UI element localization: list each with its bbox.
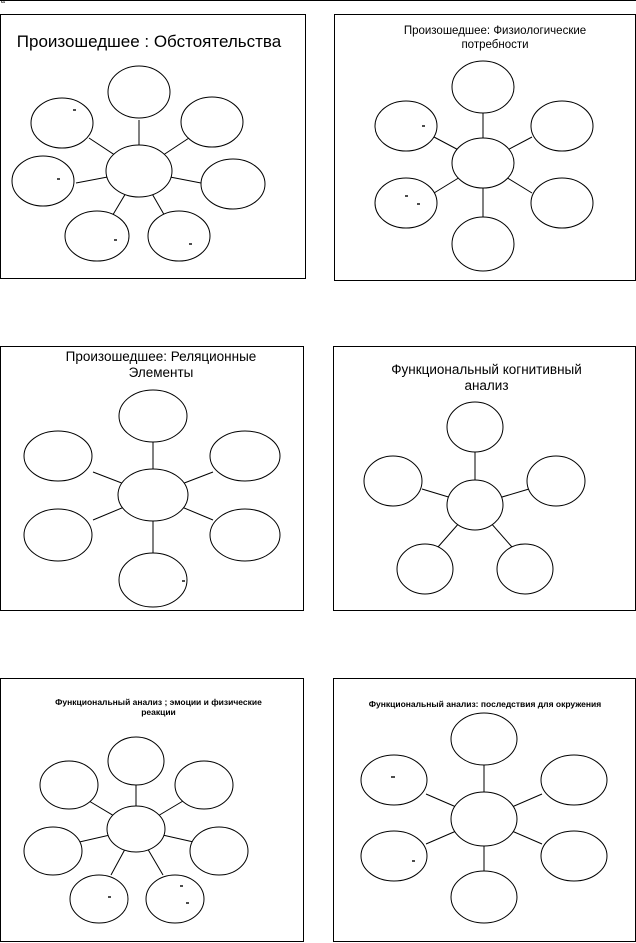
spider-diagram (360, 712, 608, 924)
panel-title: Произошедшее : Обстоятельства (0, 32, 305, 52)
outer-node (496, 543, 554, 595)
outer-node (118, 389, 188, 443)
panel-title-line: Функциональный анализ: последствия для о… (368, 699, 602, 709)
panel-title: Произошедшее: Реляционные Элементы (19, 349, 303, 381)
diagram-panel-relational-elements: Произошедшее: Реляционные Элементы (0, 346, 304, 611)
panel-title-line: Элементы (128, 365, 194, 381)
outer-node (374, 177, 438, 229)
outer-node (450, 870, 518, 924)
outer-node (209, 508, 281, 562)
outer-node (64, 210, 130, 262)
outer-node (30, 97, 94, 149)
outer-node (39, 760, 99, 810)
diagram-panel-physiological-needs: Произошедшее: Физиологические потребност… (334, 14, 636, 281)
outer-node (147, 210, 211, 262)
outer-node (540, 754, 608, 806)
outer-node (200, 158, 266, 210)
outer-node (23, 508, 93, 562)
panel-title-line: Произошедшее : Обстоятельства (16, 32, 282, 51)
panel-title: Функциональный анализ ; эмоции и физичес… (14, 697, 303, 717)
panel-title-line: реакции (141, 707, 176, 718)
outer-node (363, 455, 423, 507)
outer-node (540, 830, 608, 882)
outer-node (11, 155, 75, 207)
outer-node (360, 754, 428, 806)
page-top-border (0, 0, 636, 1)
diagram-panel-cognitive-analysis: Функциональный когнитивный анализ (333, 346, 636, 611)
outer-node (450, 712, 518, 766)
spider-diagram (11, 65, 266, 262)
center-node (450, 791, 518, 847)
panel-title-line: Функциональный анализ ; эмоции и физичес… (55, 697, 262, 707)
spider-diagram (374, 60, 594, 272)
outer-node (451, 60, 515, 114)
outer-node (530, 100, 594, 152)
outer-node (23, 430, 93, 482)
center-node (451, 137, 515, 189)
outer-node (118, 552, 188, 608)
outer-node (526, 455, 586, 507)
outer-node (107, 65, 171, 119)
center-node (446, 479, 504, 531)
panel-title-line: Произошедшее: Физиологические (403, 25, 587, 37)
panel-title-line: Функциональный когнитивный (391, 362, 582, 377)
spider-diagram (23, 389, 281, 608)
outer-node (23, 826, 83, 876)
outer-node (107, 736, 165, 786)
panel-title-line: анализ (464, 378, 509, 394)
center-node (105, 144, 173, 198)
panel-title-line: Произошедшее: Реляционные (65, 349, 257, 364)
corner-mark: а (1, 0, 5, 5)
diagram-panel-circumstances: Произошедшее : Обстоятельства (0, 14, 306, 279)
outer-node (451, 216, 515, 272)
panel-title: Функциональный когнитивный анализ (338, 362, 635, 394)
outer-node (145, 874, 205, 924)
outer-node (180, 96, 244, 148)
outer-node (174, 760, 234, 810)
outer-node (530, 177, 594, 229)
diagram-panel-emotions-physical-reactions: Функциональный анализ ; эмоции и физичес… (0, 678, 304, 942)
outer-node (209, 430, 281, 482)
spider-diagram (363, 401, 586, 595)
panel-title-line: потребности (461, 38, 529, 51)
diagram-panel-consequences-environment: Функциональный анализ: последствия для о… (333, 678, 636, 942)
outer-node (69, 874, 129, 924)
panel-title: Функциональный анализ: последствия для о… (335, 699, 635, 709)
outer-node (189, 826, 249, 876)
outer-node (396, 543, 454, 595)
outer-node (446, 401, 504, 453)
center-node (106, 805, 166, 853)
spider-diagram (23, 736, 249, 924)
panel-title: Произошедшее: Физиологические потребност… (355, 25, 635, 53)
outer-node (360, 830, 428, 882)
outer-node (374, 100, 438, 152)
center-node (117, 468, 189, 522)
